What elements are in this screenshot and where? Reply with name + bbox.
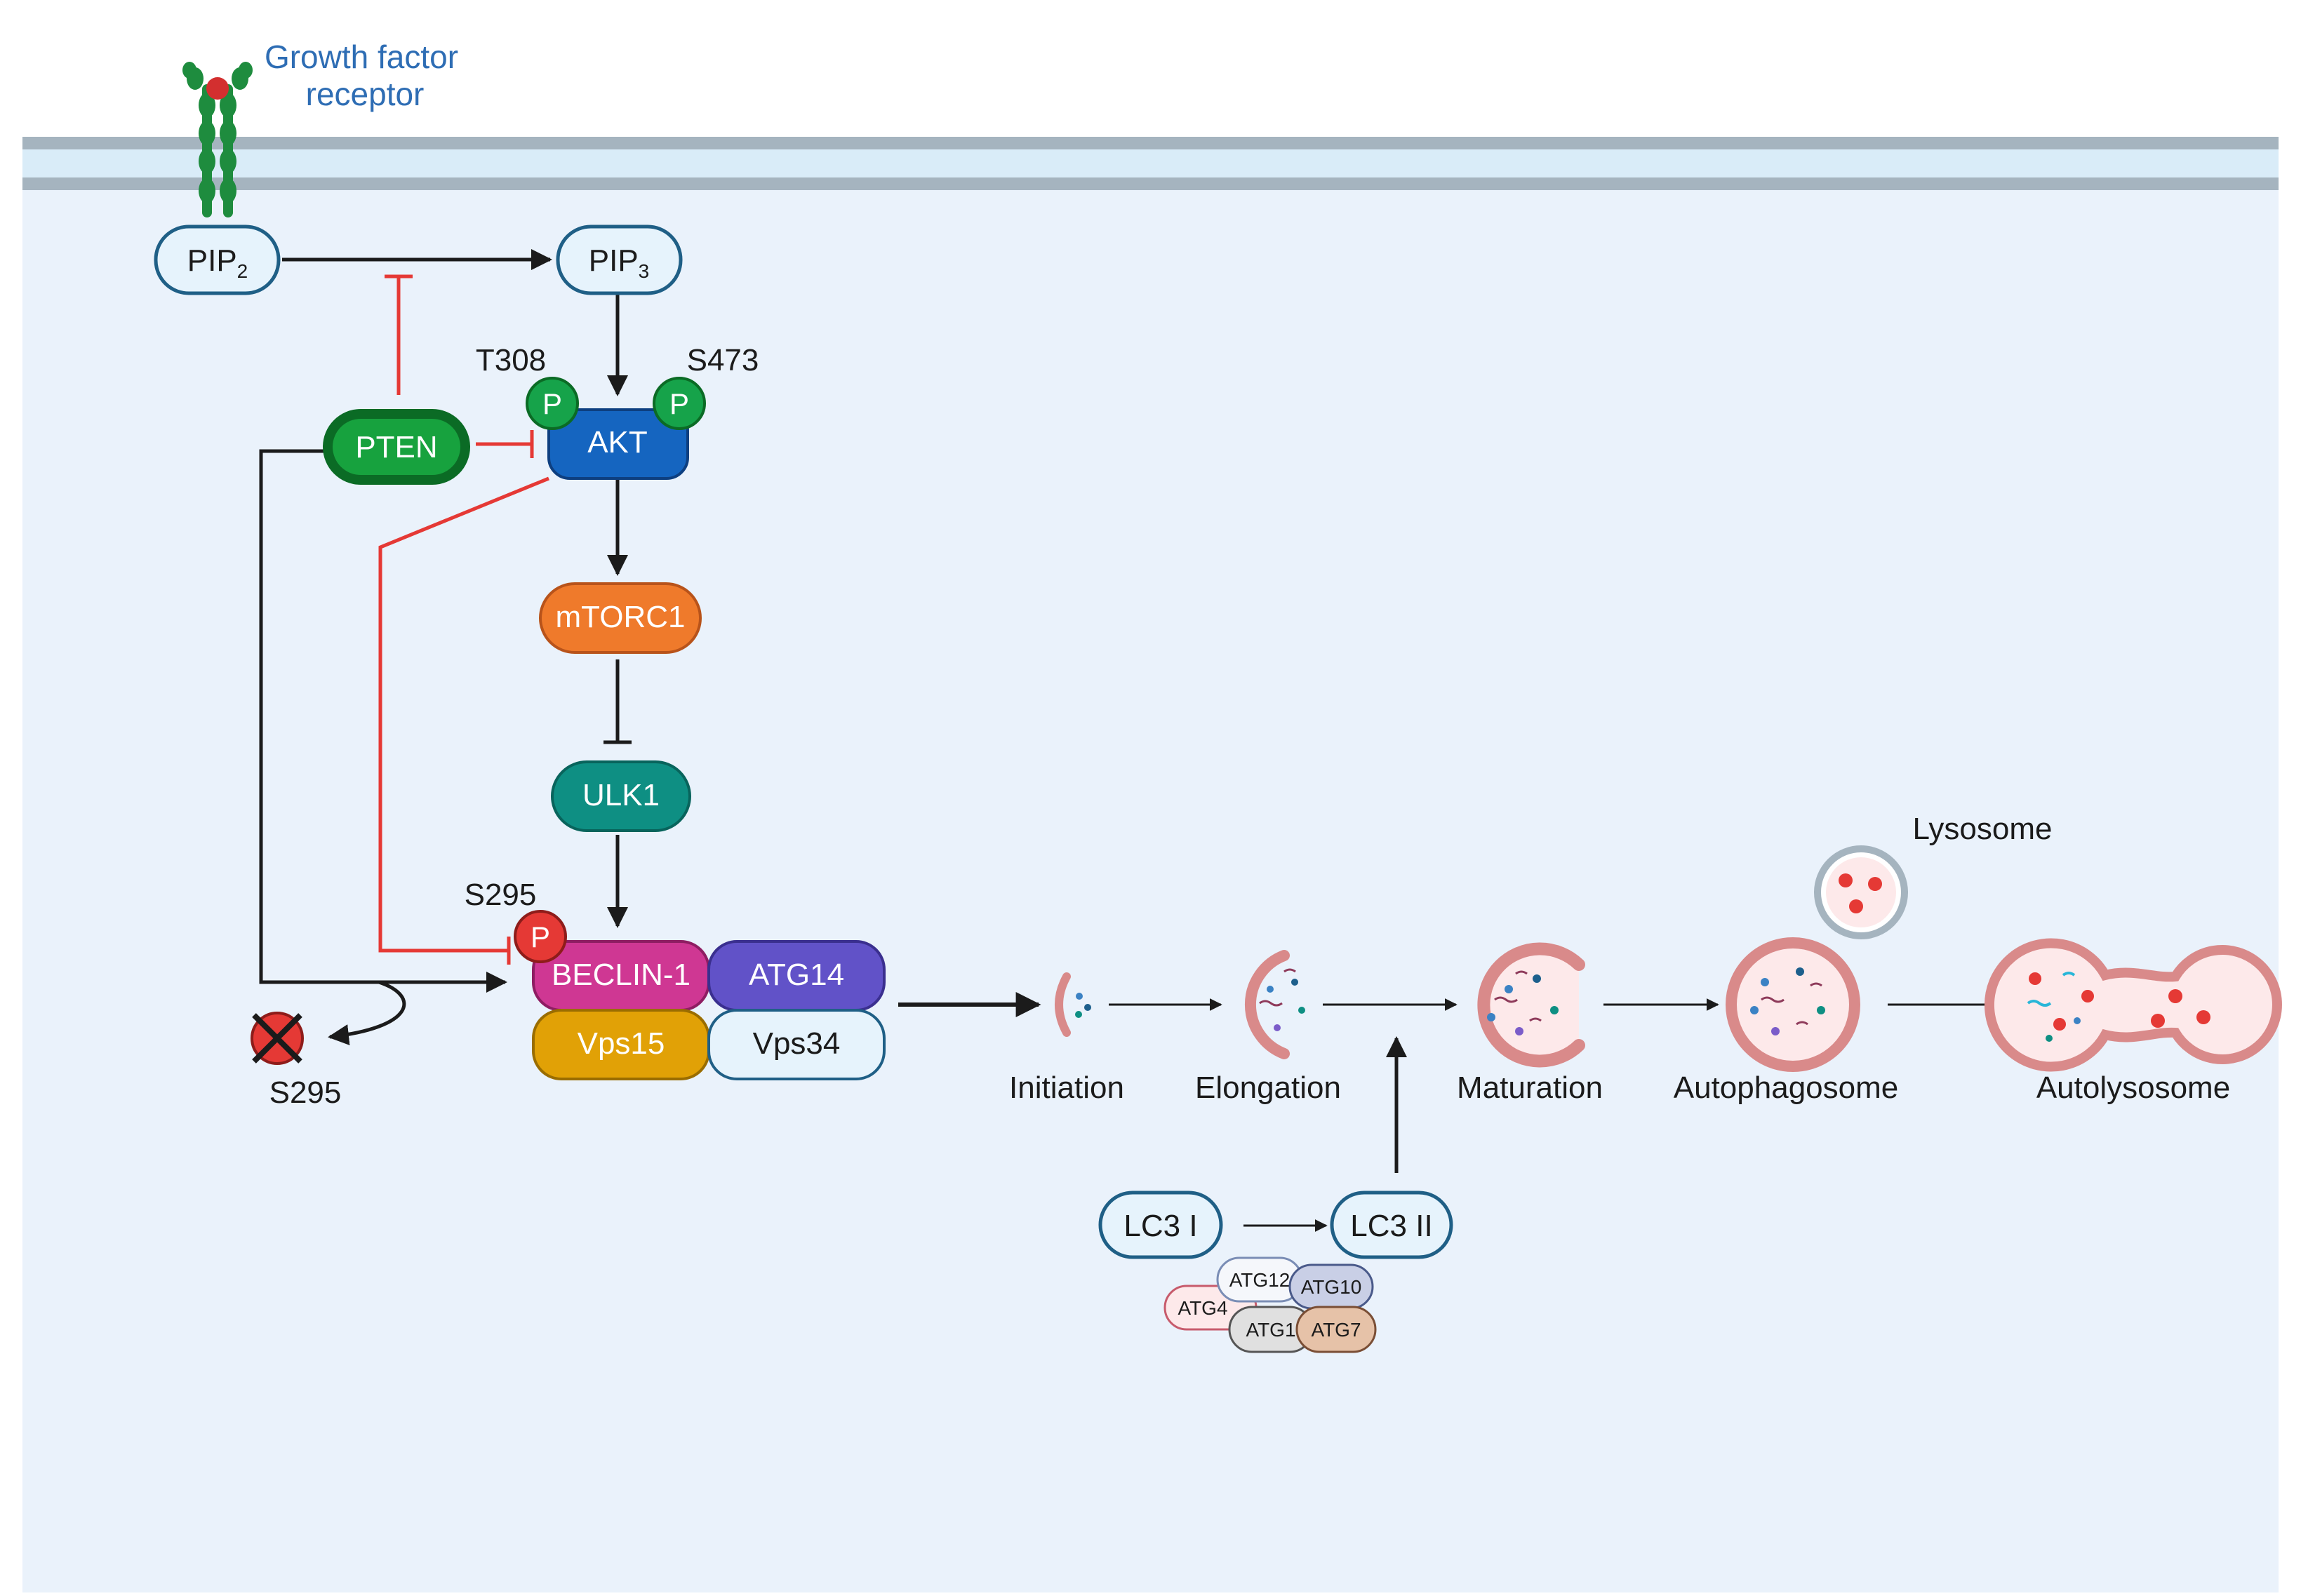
pip3-node: PIP3 <box>556 224 683 295</box>
atg12-node: ATG12 <box>1216 1256 1303 1303</box>
akt-label: AKT <box>587 425 648 460</box>
vps34-label: Vps34 <box>753 1026 841 1061</box>
atg1-node: ATG1 <box>1228 1306 1314 1353</box>
autolysosome-label: Autolysosome <box>2036 1071 2230 1105</box>
membrane-inner-layer <box>22 177 2279 190</box>
vps34-node: Vps34 <box>707 1009 886 1080</box>
pip2-node: PIP2 <box>154 224 281 295</box>
pip3-label: PIP <box>589 243 639 278</box>
atg10-node: ATG10 <box>1288 1263 1374 1310</box>
phospho-s295: P <box>514 910 567 963</box>
pathway-edges <box>259 249 2014 1232</box>
autophagosome-icon <box>1726 937 1860 1072</box>
mtorc1-node: mTORC1 <box>539 582 702 654</box>
lc3i-label: LC3 I <box>1123 1209 1197 1243</box>
phagophore-elongation-icon <box>1244 950 1305 1059</box>
pip3-subscript: 3 <box>639 260 650 282</box>
inhibit-akt-beclin <box>378 476 549 953</box>
atg4-label: ATG4 <box>1178 1297 1227 1319</box>
phospho-s473: P <box>653 377 706 430</box>
lc3ii-node: LC3 II <box>1330 1191 1453 1259</box>
atg7-node: ATG7 <box>1295 1306 1377 1353</box>
s473-label: S473 <box>687 343 759 377</box>
atg10-label: ATG10 <box>1301 1276 1362 1298</box>
phospho-t308: P <box>526 377 579 430</box>
t308-label: T308 <box>476 343 546 377</box>
pten-node: PTEN <box>323 409 470 485</box>
initiation-label: Initiation <box>1009 1071 1124 1105</box>
membrane-outer-layer <box>22 137 2279 149</box>
pip2-label: PIP <box>187 243 237 278</box>
atg7-label: ATG7 <box>1311 1319 1361 1341</box>
mtorc1-label: mTORC1 <box>556 600 686 634</box>
pten-label: PTEN <box>355 430 437 464</box>
phospho-s295-p: P <box>531 920 550 953</box>
akt-node: AKT <box>547 408 689 480</box>
svg-text:PIP3: PIP3 <box>589 243 650 282</box>
cell-background <box>22 140 2279 1592</box>
maturation-label: Maturation <box>1457 1071 1603 1105</box>
beclin1-node: BECLIN-1 <box>532 940 710 1012</box>
lc3i-node: LC3 I <box>1098 1191 1223 1259</box>
phagophore-initiation-icon <box>1055 972 1091 1037</box>
receptor-label-line1: Growth factor <box>265 39 458 75</box>
phospho-s473-p: P <box>669 387 689 420</box>
edge-dephos-curve <box>328 980 406 1045</box>
membrane-inner-space <box>22 149 2279 177</box>
svg-text:PIP2: PIP2 <box>187 243 248 282</box>
atg1-label: ATG1 <box>1246 1319 1295 1341</box>
phagophore-maturation-icon <box>1477 942 1585 1068</box>
lc3ii-label: LC3 II <box>1350 1209 1432 1243</box>
lysosome-label: Lysosome <box>1913 812 2053 846</box>
ulk1-node: ULK1 <box>551 760 691 832</box>
atg12-label: ATG12 <box>1229 1269 1290 1291</box>
growth-factor-receptor-icon <box>182 62 253 217</box>
ulk1-label: ULK1 <box>582 778 660 812</box>
s295-removed-label: S295 <box>269 1075 342 1110</box>
receptor-label-line2: receptor <box>306 76 425 112</box>
vps15-label: Vps15 <box>578 1026 665 1061</box>
s295-label: S295 <box>465 878 537 912</box>
atg14-node: ATG14 <box>707 940 886 1012</box>
vps15-node: Vps15 <box>532 1009 710 1080</box>
elongation-label: Elongation <box>1195 1071 1341 1105</box>
lysosome-icon <box>1814 845 1908 939</box>
pip2-subscript: 2 <box>237 260 248 282</box>
autolysosome-icon <box>1984 938 2282 1072</box>
beclin1-label: BECLIN-1 <box>552 958 691 992</box>
phospho-t308-p: P <box>542 387 562 420</box>
removed-phosphate-icon <box>251 1012 304 1065</box>
autophagosome-label: Autophagosome <box>1674 1071 1898 1105</box>
atg14-label: ATG14 <box>749 958 844 992</box>
